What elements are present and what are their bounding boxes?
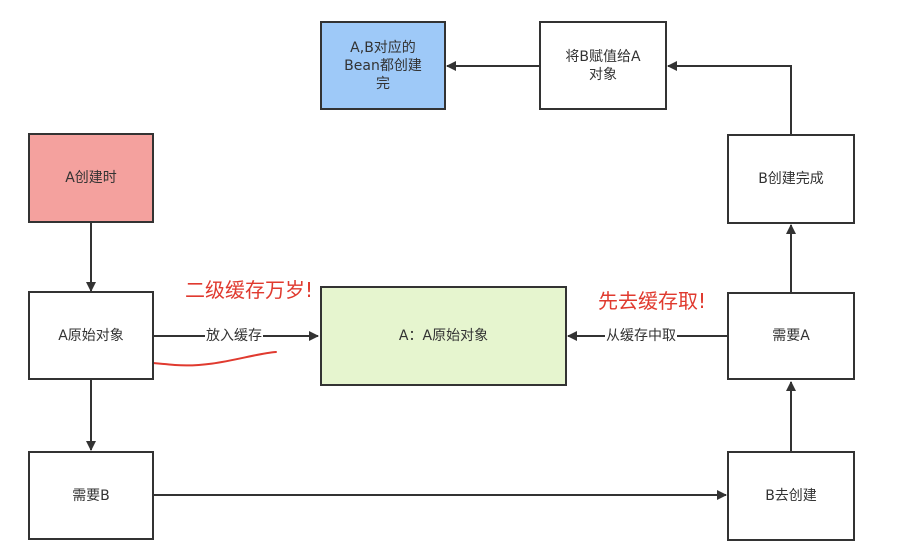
node-b-created: B创建完成 [727,134,855,224]
annotation-second-level-cache: 二级缓存万岁! [185,278,314,302]
node-cache-label: A：A原始对象 [398,328,489,344]
node-b-needs-a-label: 需要A [772,328,810,344]
node-b-needs-a: 需要A [727,292,855,380]
edge-bdone-to-assign [667,61,792,134]
node-a-creating: A创建时 [28,133,154,223]
node-assign-b-to-a-label: 将B赋值给A 对象 [565,48,641,83]
node-a-raw-object: A原始对象 [28,291,154,380]
node-cache: A：A原始对象 [320,286,567,386]
edge-label-take-from-cache: 从缓存中取 [605,328,677,344]
node-assign-b-to-a: 将B赋值给A 对象 [539,21,667,110]
node-b-creating-label: B去创建 [765,488,817,504]
node-a-needs-b-label: 需要B [72,487,110,504]
node-b-creating: B去创建 [727,451,855,541]
annotation-cache-first: 先去缓存取! [598,289,707,313]
node-a-creating-label: A创建时 [65,170,117,186]
node-a-needs-b: 需要B [28,451,154,540]
node-a-raw-object-label: A原始对象 [58,327,124,344]
edge-label-put-in-cache: 放入缓存 [205,328,263,344]
node-ab-beans-created: A,B对应的 Bean都创建 完 [320,21,446,110]
node-b-created-label: B创建完成 [758,171,824,187]
node-ab-beans-created-label: A,B对应的 Bean都创建 完 [344,39,422,92]
